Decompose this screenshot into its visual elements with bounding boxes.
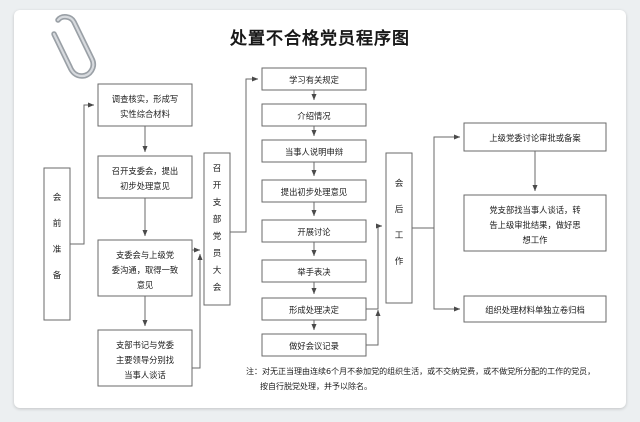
svg-text:告上级审批结果，做好思: 告上级审批结果，做好思 (489, 220, 580, 230)
svg-text:党: 党 (213, 230, 222, 242)
svg-text:会: 会 (213, 281, 222, 293)
svg-text:会: 会 (53, 191, 62, 203)
step-study-rules-label: 学习有关规定 (289, 75, 339, 85)
svg-text:支委会与上级党: 支委会与上级党 (116, 250, 174, 260)
footnote-line-2: 按自行脱党处理，并予以除名。 (260, 381, 372, 391)
svg-text:委沟通，取得一致: 委沟通，取得一致 (112, 265, 179, 275)
phase-branch-meeting-label: 召 开 支 部 党 员 大 会 (213, 163, 222, 293)
svg-text:调查核实，形成写: 调查核实，形成写 (112, 94, 178, 104)
step-introduce-situation-label: 介绍情况 (297, 111, 331, 121)
step-investigate-label: 调查核实，形成写 实性综合材料 (112, 94, 178, 119)
step-inform-party[interactable] (463, 194, 607, 252)
svg-text:注：对无正当理由连续6个月不参加党的组织生活，或不交纳党费，: 注：对无正当理由连续6个月不参加党的组织生活，或不交纳党费，或不做党所分配的工作… (246, 366, 595, 376)
connector-secretary-to-meeting (192, 253, 203, 369)
step-secretary-talk-label: 支部书记与党委 主要领导分别找 当事人谈话 (116, 340, 175, 380)
connector-phase-to-investigate (70, 102, 95, 245)
svg-text:会: 会 (395, 177, 404, 189)
step-communicate-superior-label: 支委会与上级党 委沟通，取得一致 意见 (112, 250, 179, 290)
svg-text:部: 部 (213, 213, 222, 225)
step-superior-approval[interactable] (463, 122, 607, 152)
footnote-prefix: 注： (246, 366, 262, 376)
svg-text:开: 开 (213, 180, 222, 191)
connector-post-fanout-trunk (412, 134, 461, 229)
svg-text:准: 准 (53, 244, 62, 255)
svg-text:初步处理意见: 初步处理意见 (120, 181, 170, 191)
step-propose-opinion-label: 提出初步处理意见 (281, 187, 347, 197)
svg-text:主要领导分别找: 主要领导分别找 (116, 355, 175, 365)
footnote-line-1: 对无正当理由连续6个月不参加党的组织生活，或不交纳党费，或不做党所分配的工作的党… (262, 366, 595, 376)
step-archive-label: 组织处理材料单独立卷归档 (485, 305, 585, 315)
step-inform-party-label: 党支部找当事人谈话，转 告上级审批结果，做好思 想工作 (489, 205, 580, 245)
svg-text:想工作: 想工作 (523, 235, 548, 245)
connector-record-to-post (366, 309, 381, 346)
svg-text:备: 备 (53, 269, 62, 281)
connector-decision-to-post (366, 223, 383, 310)
svg-text:员: 员 (213, 248, 222, 259)
svg-text:前: 前 (53, 217, 62, 229)
svg-text:召: 召 (213, 163, 222, 174)
svg-text:作: 作 (395, 255, 404, 267)
step-show-of-hands-label: 举手表决 (297, 267, 331, 277)
connector-phase-to-study (230, 76, 259, 233)
svg-text:当事人谈话: 当事人谈话 (124, 370, 166, 380)
svg-text:后: 后 (395, 204, 404, 215)
step-branch-committee-label: 召开支委会，提出 初步处理意见 (112, 166, 178, 191)
svg-text:党支部找当事人谈话，转: 党支部找当事人谈话，转 (489, 205, 580, 215)
step-branch-committee[interactable] (97, 155, 193, 199)
phase-pre-meeting[interactable] (43, 167, 71, 321)
svg-text:实性综合材料: 实性综合材料 (120, 109, 170, 119)
svg-text:大: 大 (213, 264, 222, 276)
phase-post-meeting-label: 会 后 工 作 (395, 177, 404, 267)
svg-text:召开支委会，提出: 召开支委会，提出 (112, 166, 178, 176)
step-secretary-talk[interactable] (97, 329, 193, 387)
step-form-decision-label: 形成处理决定 (289, 305, 339, 315)
step-meeting-record-label: 做好会议记录 (289, 341, 339, 351)
footnote: 注：对无正当理由连续6个月不参加党的组织生活，或不交纳党费，或不做党所分配的工作… (246, 366, 595, 391)
step-discussion-label: 开展讨论 (297, 227, 331, 237)
svg-text:支部书记与党委: 支部书记与党委 (116, 340, 174, 350)
document-page: 处置不合格党员程序图 会 前 准 备 召 开 支 部 党 员 大 会 会 (14, 10, 626, 408)
flowchart: 会 前 准 备 召 开 支 部 党 员 大 会 会 后 工 作 调查核实，形成写… (43, 67, 607, 387)
step-investigate[interactable] (97, 83, 193, 127)
svg-text:工: 工 (395, 231, 404, 241)
phase-post-meeting[interactable] (385, 152, 413, 304)
step-communicate-superior[interactable] (97, 239, 193, 297)
step-archive[interactable] (463, 295, 607, 323)
phase-pre-meeting-label: 会 前 准 备 (53, 191, 62, 281)
svg-text:支: 支 (213, 196, 222, 208)
step-superior-approval-label: 上级党委讨论审批或备案 (489, 133, 581, 143)
svg-text:意见: 意见 (137, 280, 154, 290)
phase-branch-meeting[interactable] (203, 152, 231, 306)
step-party-defense-label: 当事人说明申辩 (285, 147, 343, 157)
page-title: 处置不合格党员程序图 (230, 29, 410, 49)
connector-post-to-archive (433, 228, 461, 312)
